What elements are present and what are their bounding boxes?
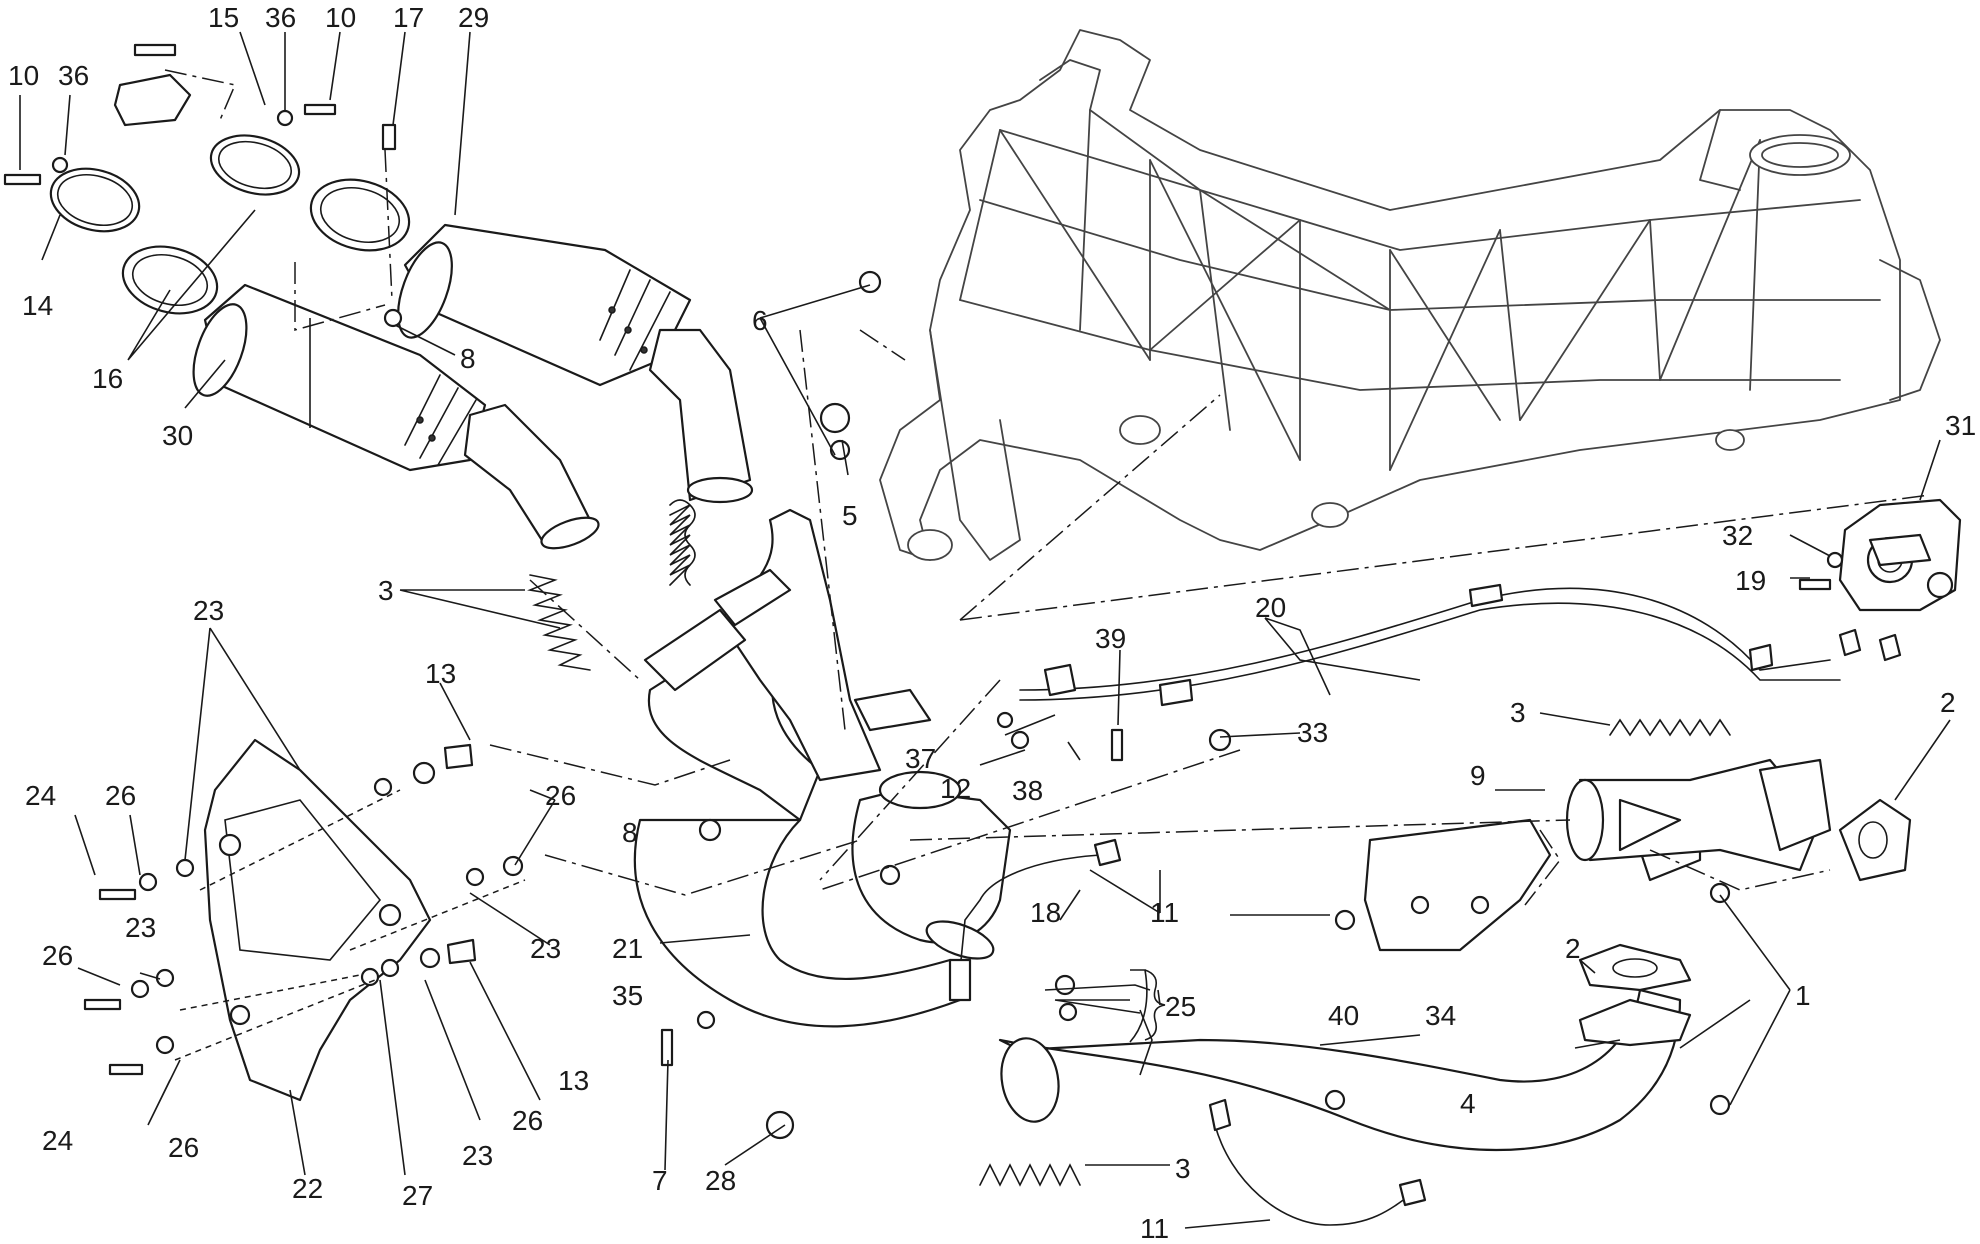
callout-28: 28: [705, 1165, 736, 1196]
callout-3: 3: [1510, 697, 1526, 728]
spring-right: [1609, 718, 1731, 737]
callout-4: 4: [1460, 1088, 1476, 1119]
callout-31: 31: [1945, 410, 1976, 441]
callout-14: 14: [22, 290, 53, 321]
callout-24: 24: [42, 1125, 73, 1156]
callout-35: 35: [612, 980, 643, 1011]
callout-38: 38: [1012, 775, 1043, 806]
callout-18: 18: [1030, 897, 1061, 928]
callouts: 10 36 15 36 10 17 29 14 16 8 30 6 5 31 3…: [8, 2, 1976, 1244]
callout-20: 20: [1255, 592, 1286, 623]
muffler-29: [397, 223, 754, 504]
callout-26: 26: [512, 1105, 543, 1136]
leader-lines: [19, 31, 1951, 1229]
callout-11: 11: [1150, 897, 1179, 928]
callout-25: 25: [1165, 991, 1196, 1022]
callout-26: 26: [105, 780, 136, 811]
callout-29: 29: [458, 2, 489, 33]
callout-9: 9: [1470, 760, 1486, 791]
callout-30: 30: [162, 420, 193, 451]
callout-26: 26: [168, 1132, 199, 1163]
callout-36: 36: [265, 2, 296, 33]
callout-32: 32: [1722, 520, 1753, 551]
callout-13: 13: [425, 658, 456, 689]
callout-37: 37: [905, 743, 936, 774]
callout-15: 15: [208, 2, 239, 33]
callout-6: 6: [752, 305, 768, 336]
callout-33: 33: [1297, 717, 1328, 748]
callout-8: 8: [622, 817, 638, 848]
callout-22: 22: [292, 1173, 323, 1204]
callout-2: 2: [1940, 687, 1956, 718]
callout-7: 7: [652, 1165, 668, 1196]
spring-mid: [527, 574, 591, 671]
spring-upper: [669, 499, 696, 586]
lambda-sensor-upper: [948, 838, 1122, 1002]
phantom-lines: [174, 329, 1931, 1061]
callout-5: 5: [842, 500, 858, 531]
gaskets-2: [1578, 798, 1912, 1047]
callout-27: 27: [402, 1180, 433, 1211]
exhaust-headers: [633, 508, 1702, 1151]
spring-bottom: [979, 1163, 1081, 1187]
callout-21: 21: [612, 933, 643, 964]
clamps-top-left: [3, 43, 411, 331]
callout-23: 23: [193, 595, 224, 626]
heat-shield-34: [1363, 818, 1552, 952]
lambda-sensor-lower: [1208, 1098, 1427, 1226]
callout-24: 24: [25, 780, 56, 811]
callout-3: 3: [1175, 1153, 1191, 1184]
callout-23: 23: [530, 933, 561, 964]
frame: [879, 29, 1941, 561]
callout-23: 23: [125, 912, 156, 943]
fasteners: [83, 270, 1844, 1140]
callout-26: 26: [42, 940, 73, 971]
callout-11: 11: [1140, 1213, 1169, 1244]
callout-34: 34: [1425, 1000, 1456, 1031]
callout-1: 1: [1795, 980, 1811, 1011]
brace-25: [1144, 969, 1166, 1041]
callout-10: 10: [8, 60, 39, 91]
callout-17: 17: [393, 2, 424, 33]
callout-13: 13: [558, 1065, 589, 1096]
callout-36: 36: [58, 60, 89, 91]
callout-3: 3: [378, 575, 394, 606]
actuator-31: [1838, 498, 1962, 612]
cables-20: [1019, 583, 1902, 707]
exhaust-valve-9: [1565, 758, 1832, 872]
callout-2: 2: [1565, 933, 1581, 964]
callout-16: 16: [92, 363, 123, 394]
callout-40: 40: [1328, 1000, 1359, 1031]
callout-12: 12: [940, 773, 971, 804]
heat-shield-22: [203, 738, 432, 1102]
callout-19: 19: [1735, 565, 1766, 596]
callout-8: 8: [460, 343, 476, 374]
callout-26: 26: [545, 780, 576, 811]
callout-23: 23: [462, 1140, 493, 1171]
callout-10: 10: [325, 2, 356, 33]
muffler-30: [192, 283, 600, 550]
callout-39: 39: [1095, 623, 1126, 654]
